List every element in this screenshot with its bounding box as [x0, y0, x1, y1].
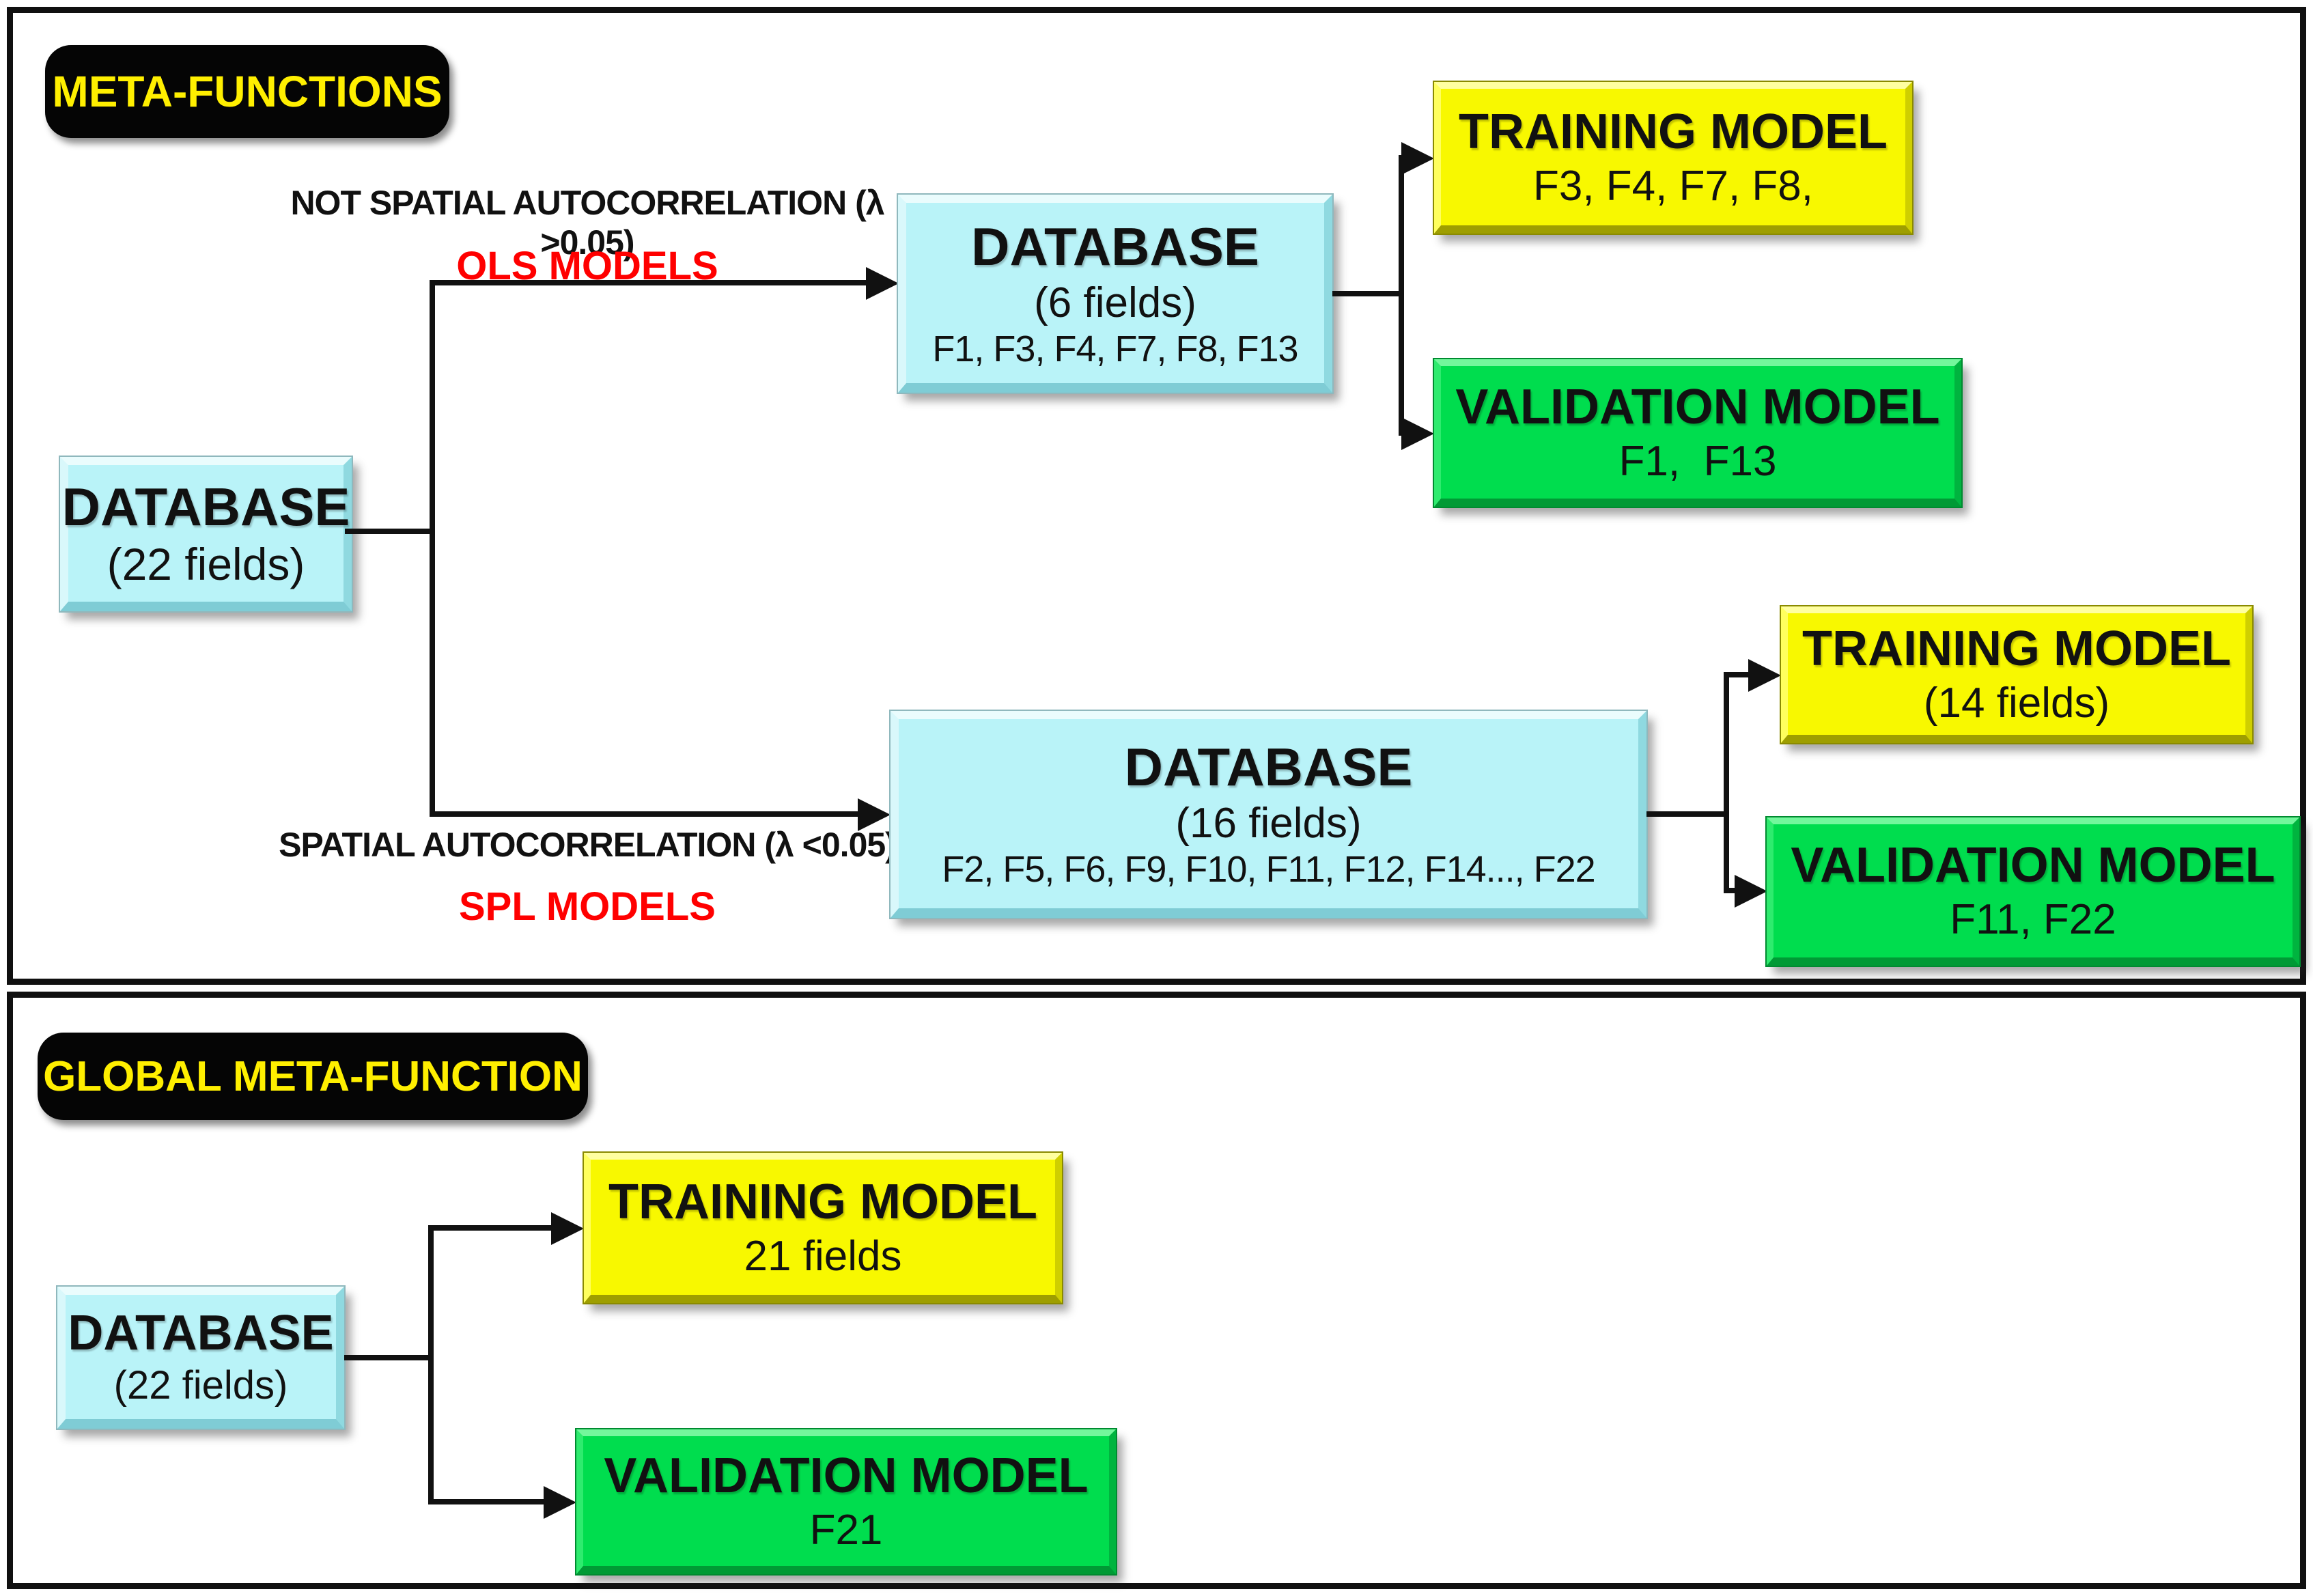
connector-to-ols-db: [430, 280, 870, 285]
global-validation-model-box: VALIDATION MODEL F21: [575, 1428, 1117, 1576]
global-training-model-box: TRAINING MODEL 21 fields: [583, 1151, 1063, 1304]
box-fields: (14 fields): [1923, 679, 2110, 727]
box-title: TRAINING MODEL: [1459, 104, 1888, 159]
connector-global-fork: [428, 1225, 434, 1504]
connector-spl-stub: [1646, 811, 1728, 817]
box-fields: F1, F13: [1618, 437, 1777, 485]
box-subtitle: (22 fields): [113, 1363, 288, 1408]
ols-database-box: DATABASE (6 fields) F1, F3, F4, F7, F8, …: [897, 193, 1334, 394]
box-title: DATABASE: [971, 216, 1259, 277]
connector-to-global-validation: [428, 1499, 548, 1504]
ols-condition-label: NOT SPATIAL AUTOCORRELATION (λ >0.05): [290, 184, 884, 262]
box-subtitle: (16 fields): [1175, 800, 1362, 848]
meta-functions-badge: META-FUNCTIONS: [45, 45, 449, 138]
arrowhead-ols-training: [1401, 142, 1434, 175]
box-fields: F1, F3, F4, F7, F8, F13: [932, 328, 1298, 369]
connector-spl-fork: [1724, 672, 1729, 893]
box-title: TRAINING MODEL: [608, 1174, 1037, 1229]
box-title: TRAINING MODEL: [1802, 621, 2231, 676]
box-fields: F21: [809, 1506, 883, 1554]
ols-training-model-box: TRAINING MODEL F3, F4, F7, F8,: [1433, 81, 1914, 235]
box-fields: F11, F22: [1950, 896, 2116, 944]
box-title: VALIDATION MODEL: [1791, 838, 2275, 893]
global-meta-function-badge-label: GLOBAL META-FUNCTION: [43, 1052, 583, 1100]
box-title: VALIDATION MODEL: [604, 1448, 1089, 1503]
connector-ols-stub: [1332, 291, 1403, 296]
box-title: DATABASE: [61, 477, 350, 537]
arrowhead-spl-validation: [1735, 875, 1767, 908]
arrowhead-global-training: [551, 1212, 584, 1245]
spl-training-model-box: TRAINING MODEL (14 fields): [1780, 605, 2254, 744]
connector-to-spl-validation: [1724, 888, 1737, 893]
arrowhead-spl-db: [858, 798, 891, 831]
box-title: DATABASE: [68, 1306, 334, 1361]
box-subtitle: (22 fields): [107, 539, 305, 590]
global-meta-function-panel: [7, 992, 2306, 1589]
arrowhead-ols-db: [866, 267, 899, 300]
connector-to-spl-db: [430, 811, 862, 817]
meta-source-database-box: DATABASE (22 fields): [59, 456, 353, 613]
arrowhead-ols-validation: [1401, 417, 1434, 450]
box-fields: F2, F5, F6, F9, F10, F11, F12, F14..., F…: [942, 849, 1595, 891]
box-subtitle: (6 fields): [1034, 279, 1196, 326]
box-title: VALIDATION MODEL: [1455, 379, 1940, 434]
connector-global-stub: [344, 1355, 433, 1360]
global-source-database-box: DATABASE (22 fields): [56, 1285, 346, 1430]
arrowhead-spl-training: [1748, 659, 1781, 692]
arrowhead-global-validation: [544, 1486, 576, 1519]
meta-functions-badge-label: META-FUNCTIONS: [52, 67, 443, 116]
box-fields: 21 fields: [744, 1232, 902, 1280]
meta-functions-panel: [7, 7, 2306, 985]
spl-condition-label: SPATIAL AUTOCORRELATION (λ <0.05): [279, 826, 897, 864]
connector-main-fork: [430, 280, 435, 817]
spl-validation-model-box: VALIDATION MODEL F11, F22: [1765, 816, 2301, 967]
connector-to-global-training: [428, 1225, 555, 1231]
spl-database-box: DATABASE (16 fields) F2, F5, F6, F9, F10…: [889, 710, 1648, 919]
connector-source-stub: [345, 529, 435, 534]
spl-models-label: SPL MODELS: [459, 884, 716, 929]
connector-to-spl-training: [1724, 672, 1751, 677]
connector-ols-fork: [1399, 155, 1404, 436]
global-meta-function-badge: GLOBAL META-FUNCTION: [38, 1033, 588, 1120]
box-fields: F3, F4, F7, F8,: [1533, 162, 1813, 210]
box-title: DATABASE: [1124, 737, 1413, 798]
ols-validation-model-box: VALIDATION MODEL F1, F13: [1433, 358, 1963, 508]
